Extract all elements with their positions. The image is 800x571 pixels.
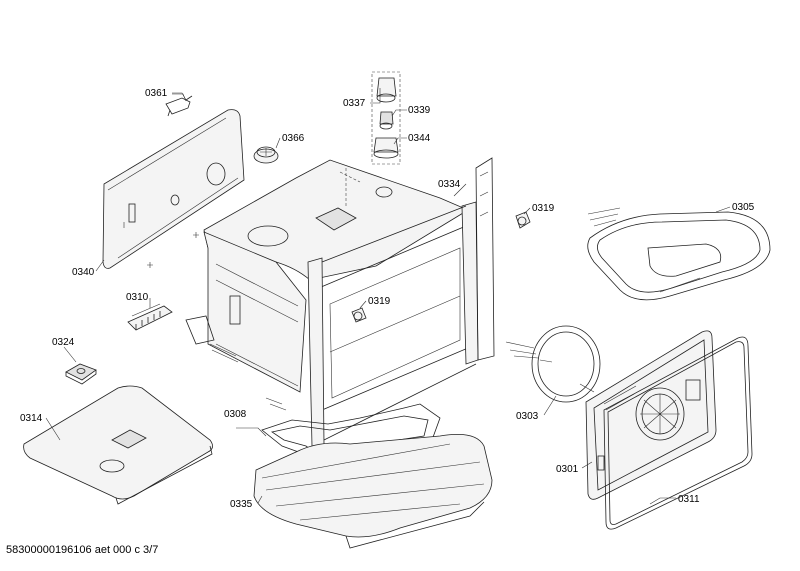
label-0334: 0334 xyxy=(438,179,461,190)
part-0319-bulb-a xyxy=(515,211,531,229)
label-0303: 0303 xyxy=(516,411,539,422)
label-0310: 0310 xyxy=(126,292,149,303)
label-0319-b: 0319 xyxy=(368,296,391,307)
label-0305: 0305 xyxy=(732,202,755,213)
label-0340: 0340 xyxy=(72,267,95,278)
document-id-footer: 58300000196106 aet 000 c 3/7 xyxy=(6,544,159,556)
part-lamp-assembly xyxy=(371,71,401,165)
label-0319-a: 0319 xyxy=(532,203,555,214)
label-0308: 0308 xyxy=(224,409,247,420)
part-0319-bulb-b xyxy=(351,307,367,323)
label-0337: 0337 xyxy=(343,98,366,109)
label-0344: 0344 xyxy=(408,133,431,144)
part-0361-bracket xyxy=(165,93,193,117)
part-0324-block xyxy=(65,363,97,385)
label-0311: 0311 xyxy=(678,494,700,505)
label-0324: 0324 xyxy=(52,337,75,348)
label-0335: 0335 xyxy=(230,499,253,510)
label-0301: 0301 xyxy=(556,464,579,475)
part-0340-rear-panel xyxy=(102,109,245,269)
part-0310-terminal-block xyxy=(127,303,173,331)
part-0366-cap xyxy=(253,146,279,164)
part-0314-bottom-cover xyxy=(23,385,213,505)
part-0305-grill-element xyxy=(587,207,771,301)
part-0301-door-frame xyxy=(585,330,717,500)
part-0311-door-seal xyxy=(603,336,753,530)
label-0339: 0339 xyxy=(408,105,431,116)
part-0334-oven-cavity xyxy=(185,157,495,447)
part-0303-ring-element xyxy=(505,325,601,403)
label-0366: 0366 xyxy=(282,133,305,144)
label-0314: 0314 xyxy=(20,413,43,424)
part-0335-insulation-mat xyxy=(253,433,493,549)
leader-lines xyxy=(45,88,731,505)
label-0361: 0361 xyxy=(145,88,168,99)
